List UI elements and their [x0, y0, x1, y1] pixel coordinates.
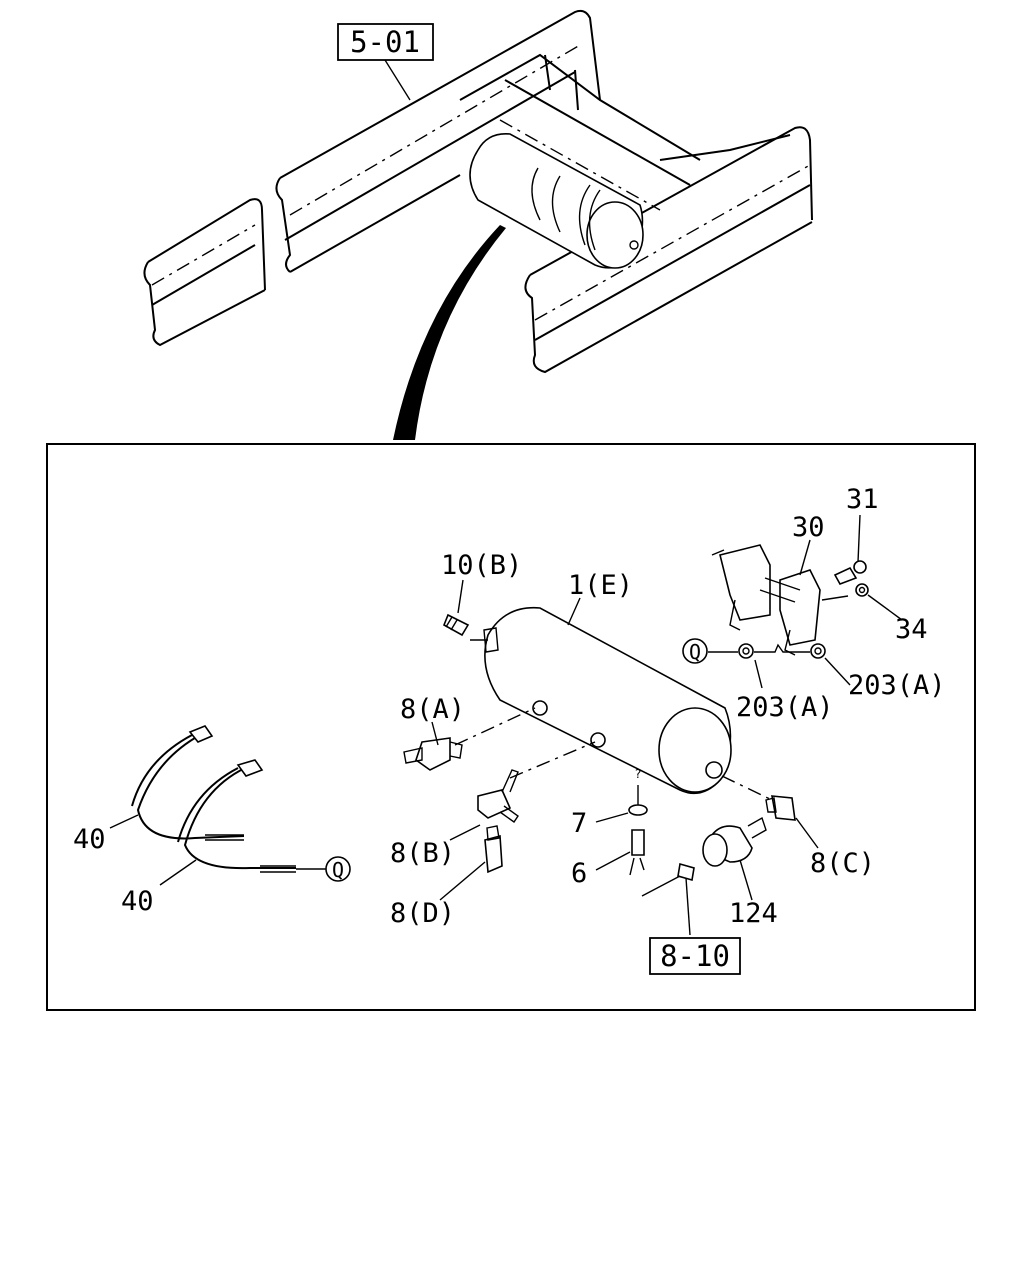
- svg-text:Q: Q: [332, 858, 344, 882]
- label-40-upper: 40: [73, 824, 106, 855]
- label-8a: 8(A): [400, 694, 465, 725]
- fitting-8d: [484, 825, 503, 874]
- mounting-bracket-30: [711, 544, 869, 656]
- ref-box-5-01: 5-01: [337, 23, 434, 101]
- label-10b: 10(B): [441, 550, 522, 581]
- pressure-switch-124: [641, 816, 767, 897]
- connection-marker-q-strap: Q: [296, 856, 351, 882]
- label-203a-right: 203(A): [848, 670, 946, 701]
- tank-straps-40: [131, 725, 296, 873]
- frame-air-tank: [469, 133, 644, 269]
- label-30: 30: [792, 512, 825, 543]
- callout-labels: 1(E) 10(B) 8(A) 8(B) 8(D) 7 6 8(C) 124 3…: [73, 484, 946, 929]
- svg-text:5-01: 5-01: [350, 25, 420, 59]
- leader-lines: [109, 514, 903, 936]
- label-124: 124: [729, 898, 778, 929]
- label-7: 7: [571, 808, 587, 839]
- plug-10b: [442, 613, 470, 637]
- svg-text:Q: Q: [689, 640, 701, 664]
- label-1e: 1(E): [568, 570, 633, 601]
- svg-text:?: ?: [634, 767, 641, 781]
- drain-valve: ?: [628, 767, 648, 876]
- detail-pointer: [393, 225, 506, 440]
- ref-box-8-10: 8-10: [649, 937, 741, 975]
- label-40-lower: 40: [121, 886, 154, 917]
- fitting-8c: [721, 775, 796, 821]
- label-34: 34: [895, 614, 928, 645]
- label-6: 6: [571, 858, 587, 889]
- air-tank: [470, 606, 732, 795]
- label-203a-left: 203(A): [736, 692, 834, 723]
- chassis-frame-overview: 5-01: [143, 9, 813, 374]
- svg-text:8-10: 8-10: [660, 939, 730, 973]
- label-31: 31: [846, 484, 879, 515]
- label-8c: 8(C): [810, 848, 875, 879]
- tee-fitting-8b: [477, 741, 596, 823]
- detail-frame: [46, 443, 976, 1011]
- label-8d: 8(D): [390, 898, 455, 929]
- connection-marker-q-bracket: Q: [682, 638, 708, 664]
- nuts-203a: [708, 643, 826, 659]
- elbow-fitting-8a: [403, 707, 536, 771]
- label-8b: 8(B): [390, 838, 455, 869]
